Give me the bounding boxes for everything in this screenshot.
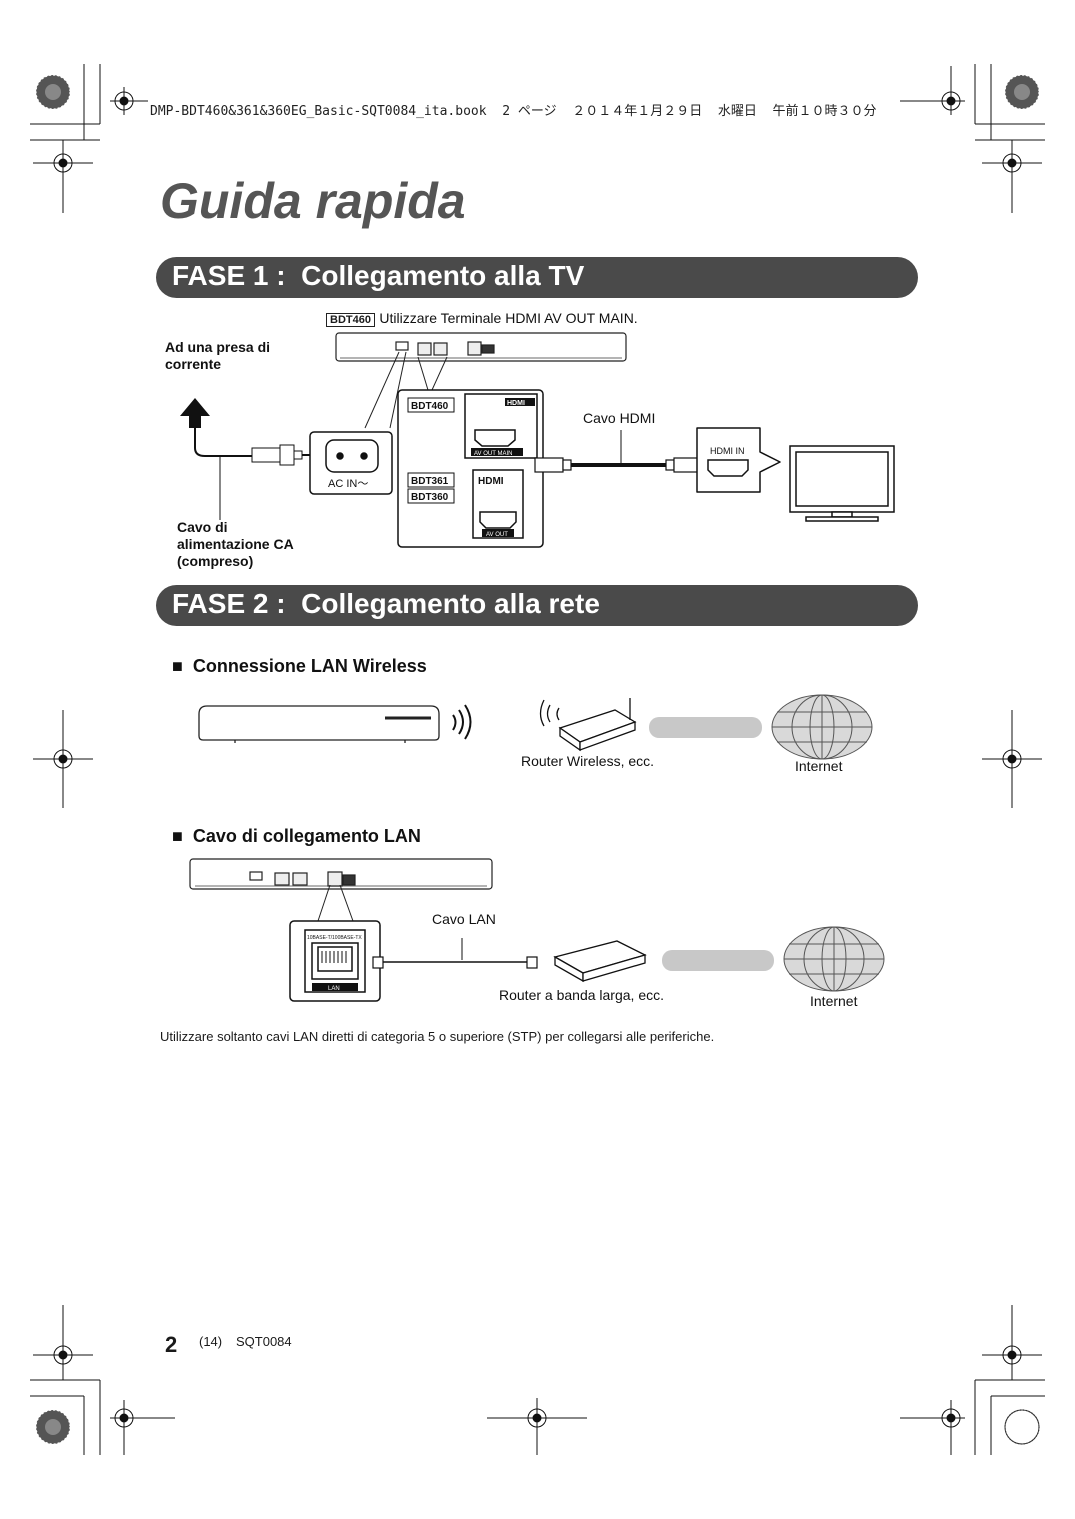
ac-in-port [309,431,393,495]
lan-port-top-label: 10BASE-T/100BASE-TX [307,935,362,941]
wireless-subheading: ■ Connessione LAN Wireless [162,635,427,677]
square-bullet-icon: ■ [172,826,193,846]
hdmi-port-b-label: AV OUT [486,532,508,538]
lan-port-label: LAN [328,986,340,992]
page-ref: (14) [199,1334,223,1349]
power-outlet-label: Ad una presa di corrente [165,339,271,372]
globe-icon [783,926,885,992]
wired-heading-text: Cavo di collegamento LAN [192,826,421,846]
hdmi-logo-b: HDMI [478,476,504,487]
ac-in-label: AC IN～ [328,478,368,490]
wireless-router-icon [539,698,637,752]
wireless-heading-text: Connessione LAN Wireless [192,656,427,676]
wired-diagram: 10BASE-T/100BASE-TX LAN Cavo LAN [189,858,885,1002]
step1-connection-diagram: AC IN～ HDMI HDMI AV OUT MAIN AV OUT BDT4… [180,332,895,548]
hdmi-model-b2: BDT360 [411,492,449,503]
broadband-router-label: Router a banda larga, ecc. [499,987,664,1003]
registration-starburst-icon [35,74,1040,1445]
power-cord-label: Cavo di alimentazione CA (compreso) [177,519,294,569]
lan-cable [372,956,538,969]
wireless-internet-label: Internet [795,758,843,774]
network-pill [649,717,762,738]
hdmi-cable [534,457,701,473]
broadband-router-icon [553,940,647,983]
step2-heading: FASE 2 : Collegamento alla rete [172,588,600,619]
doc-code: SQT0084 [236,1334,292,1349]
wired-subheading: ■ Cavo di collegamento LAN [162,805,421,847]
network-pill [662,950,774,971]
tv-icon [789,445,895,522]
model-badge: BDT460 [326,313,375,327]
tv-hdmi-port [696,427,781,493]
hdmi-panel [397,389,544,548]
player-rear-panel [335,332,627,362]
hdmi-logo-a: HDMI [507,400,525,407]
wired-internet-label: Internet [810,993,858,1009]
step1-model-note: BDT460 Utilizzare Terminale HDMI AV OUT … [326,310,638,328]
hdmi-cable-label: Cavo HDMI [583,410,655,426]
step1-heading-bar: FASE 1 : Collegamento alla TV [156,257,918,298]
hdmi-port-a-label: AV OUT MAIN [474,451,512,457]
registration-crosshair-icon [33,66,1042,1455]
hdmi-model-a: BDT460 [411,401,449,412]
print-header: DMP-BDT460&361&360EG_Basic-SQT0084_ita.b… [150,104,877,119]
player-front-icon [198,705,440,743]
lan-port-box [289,920,381,1002]
page-number: 2 [165,1332,178,1357]
up-arrow-icon [180,398,210,428]
lan-cable-label: Cavo LAN [432,911,496,927]
wireless-router-label: Router Wireless, ecc. [521,753,655,769]
lan-note: Utilizzare soltanto cavi LAN diretti di … [160,1029,715,1044]
hdmi-model-b1: BDT361 [411,476,449,487]
power-plug-icon [251,444,318,466]
globe-icon [771,694,873,760]
step2-heading-bar: FASE 2 : Collegamento alla rete [156,585,918,626]
tv-port-label: HDMI IN [710,446,745,456]
page-title: Guida rapida [160,173,466,229]
model-note-text: Utilizzare Terminale HDMI AV OUT MAIN. [379,310,638,326]
step1-heading: FASE 1 : Collegamento alla TV [172,260,585,291]
square-bullet-icon: ■ [172,656,193,676]
player-rear-panel [189,858,493,890]
wireless-signal-icon [452,704,472,740]
wireless-diagram [198,694,873,760]
hdmi-port-icon [474,429,517,529]
